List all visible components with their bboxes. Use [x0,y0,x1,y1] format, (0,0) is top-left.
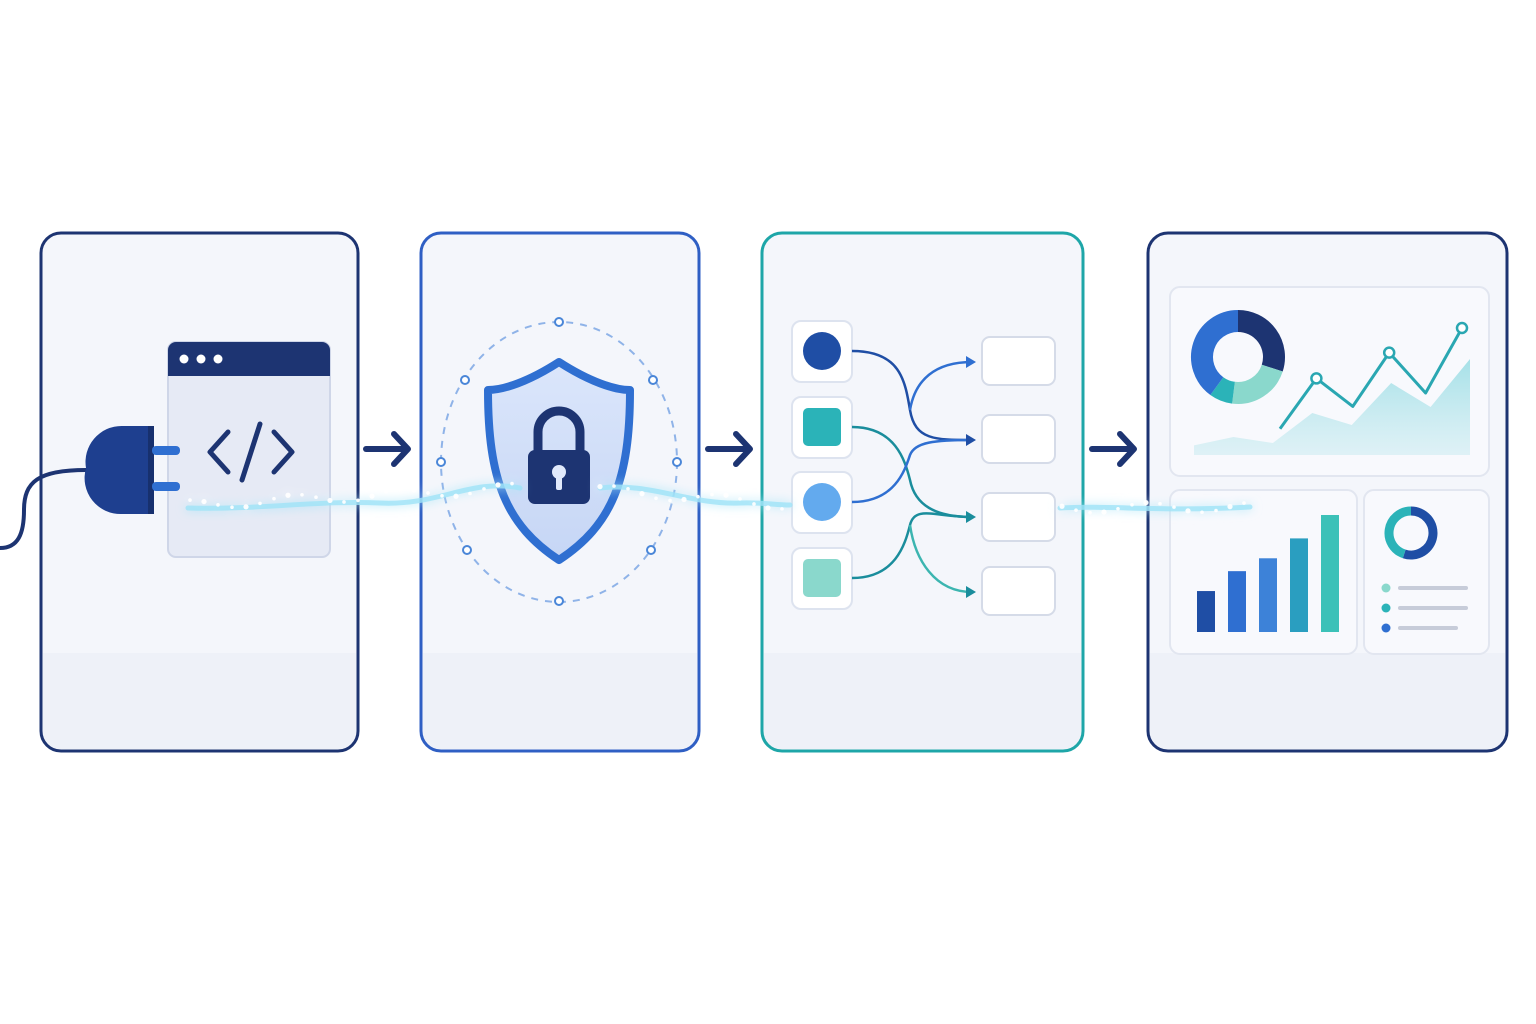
code-window-icon [167,341,331,558]
bar [1321,515,1339,632]
arrow-right-icon [705,431,753,467]
line-point [1310,372,1323,385]
data-stream [185,481,1253,515]
line-point [1382,346,1396,359]
bar [1197,591,1215,632]
donut-slice [1191,310,1239,396]
line-chart [1278,327,1464,430]
bar [1290,538,1308,632]
donut-slice [1384,506,1412,559]
shield-lock-icon [436,317,682,606]
bar [1228,571,1246,632]
arrow-right-icon [363,431,411,467]
donut-chart [1191,310,1285,404]
bar-chart [1197,515,1339,632]
routing-lines [851,349,976,598]
target-nodes [981,336,1056,616]
mini-donut-chart [1384,506,1438,560]
routing-flow-icon [791,320,1056,616]
bar [1259,558,1277,632]
line-point [1455,321,1469,335]
area-chart [1194,359,1470,455]
donut-slice [1237,310,1285,372]
donut-slice [1210,376,1236,404]
legend-list [1381,583,1468,633]
donut-slice [1402,506,1438,560]
line-points [1310,321,1469,385]
donut-slice [1232,364,1283,404]
plug-icon [0,425,180,550]
arrow-right-icon [1089,431,1137,467]
dashboard-icon [1169,286,1490,655]
